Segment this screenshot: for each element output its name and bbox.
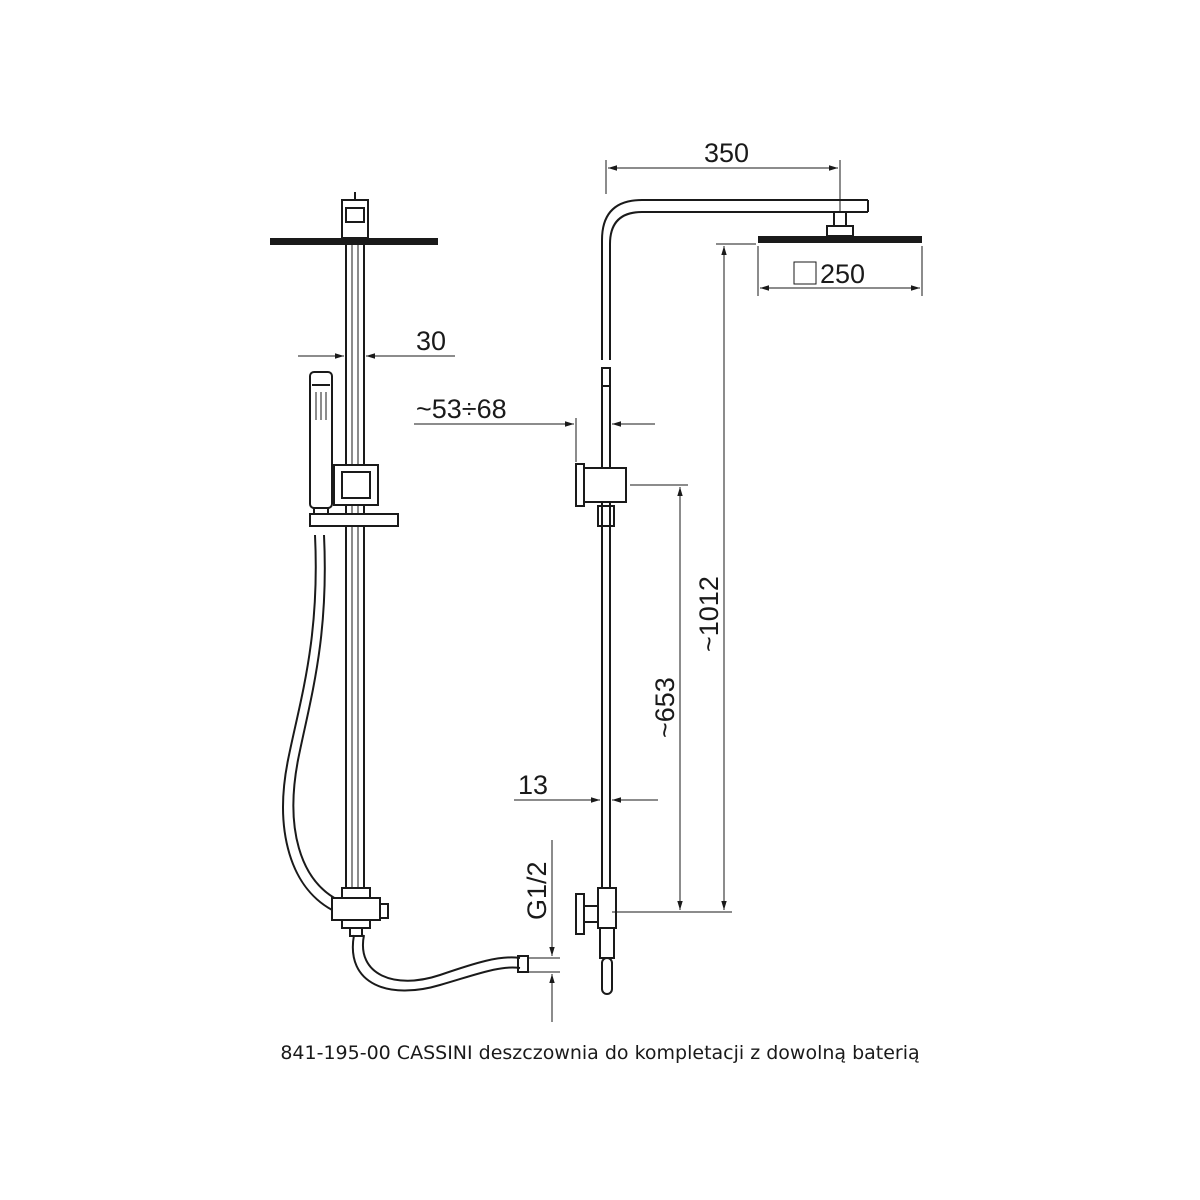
dim-30-label: 30	[416, 326, 446, 356]
dim-bracket-height: ~653	[630, 484, 688, 910]
dim-total-height: ~1012	[612, 243, 756, 913]
side-pipe	[601, 386, 611, 888]
dim-arm-length: 350	[605, 138, 841, 212]
dim-offset-label: ~53÷68	[416, 394, 507, 424]
dim-head-size: 250	[757, 246, 923, 296]
front-diverter	[331, 887, 389, 937]
front-view: 30	[270, 192, 529, 992]
hand-shower	[309, 371, 333, 523]
dim-pipe-diameter: 13	[514, 770, 658, 803]
dim-350-label: 350	[704, 138, 749, 168]
side-view: 350 250 ~53÷68 ~1012	[414, 138, 923, 1022]
wall-bracket	[575, 463, 627, 527]
slider-holder	[309, 464, 399, 527]
dim-g12-label: G1/2	[522, 861, 552, 920]
dim-653-label: ~653	[650, 677, 680, 738]
dim-rail-diameter: 30	[298, 326, 455, 359]
dim-bracket-offset: ~53÷68	[414, 394, 655, 462]
front-shower-head	[270, 192, 438, 245]
front-rail	[345, 245, 365, 888]
hose	[282, 534, 529, 992]
telescopic-joint	[601, 367, 611, 387]
caption: 841-195-00 CASSINI deszczownia do komple…	[280, 1042, 920, 1064]
side-shower-head	[758, 225, 922, 243]
bottom-connection	[575, 887, 617, 995]
dim-13-label: 13	[518, 770, 548, 800]
dim-250-label: 250	[820, 259, 865, 289]
dim-1012-label: ~1012	[694, 576, 724, 652]
square-symbol-icon	[793, 261, 817, 285]
dim-thread: G1/2	[522, 840, 560, 1022]
